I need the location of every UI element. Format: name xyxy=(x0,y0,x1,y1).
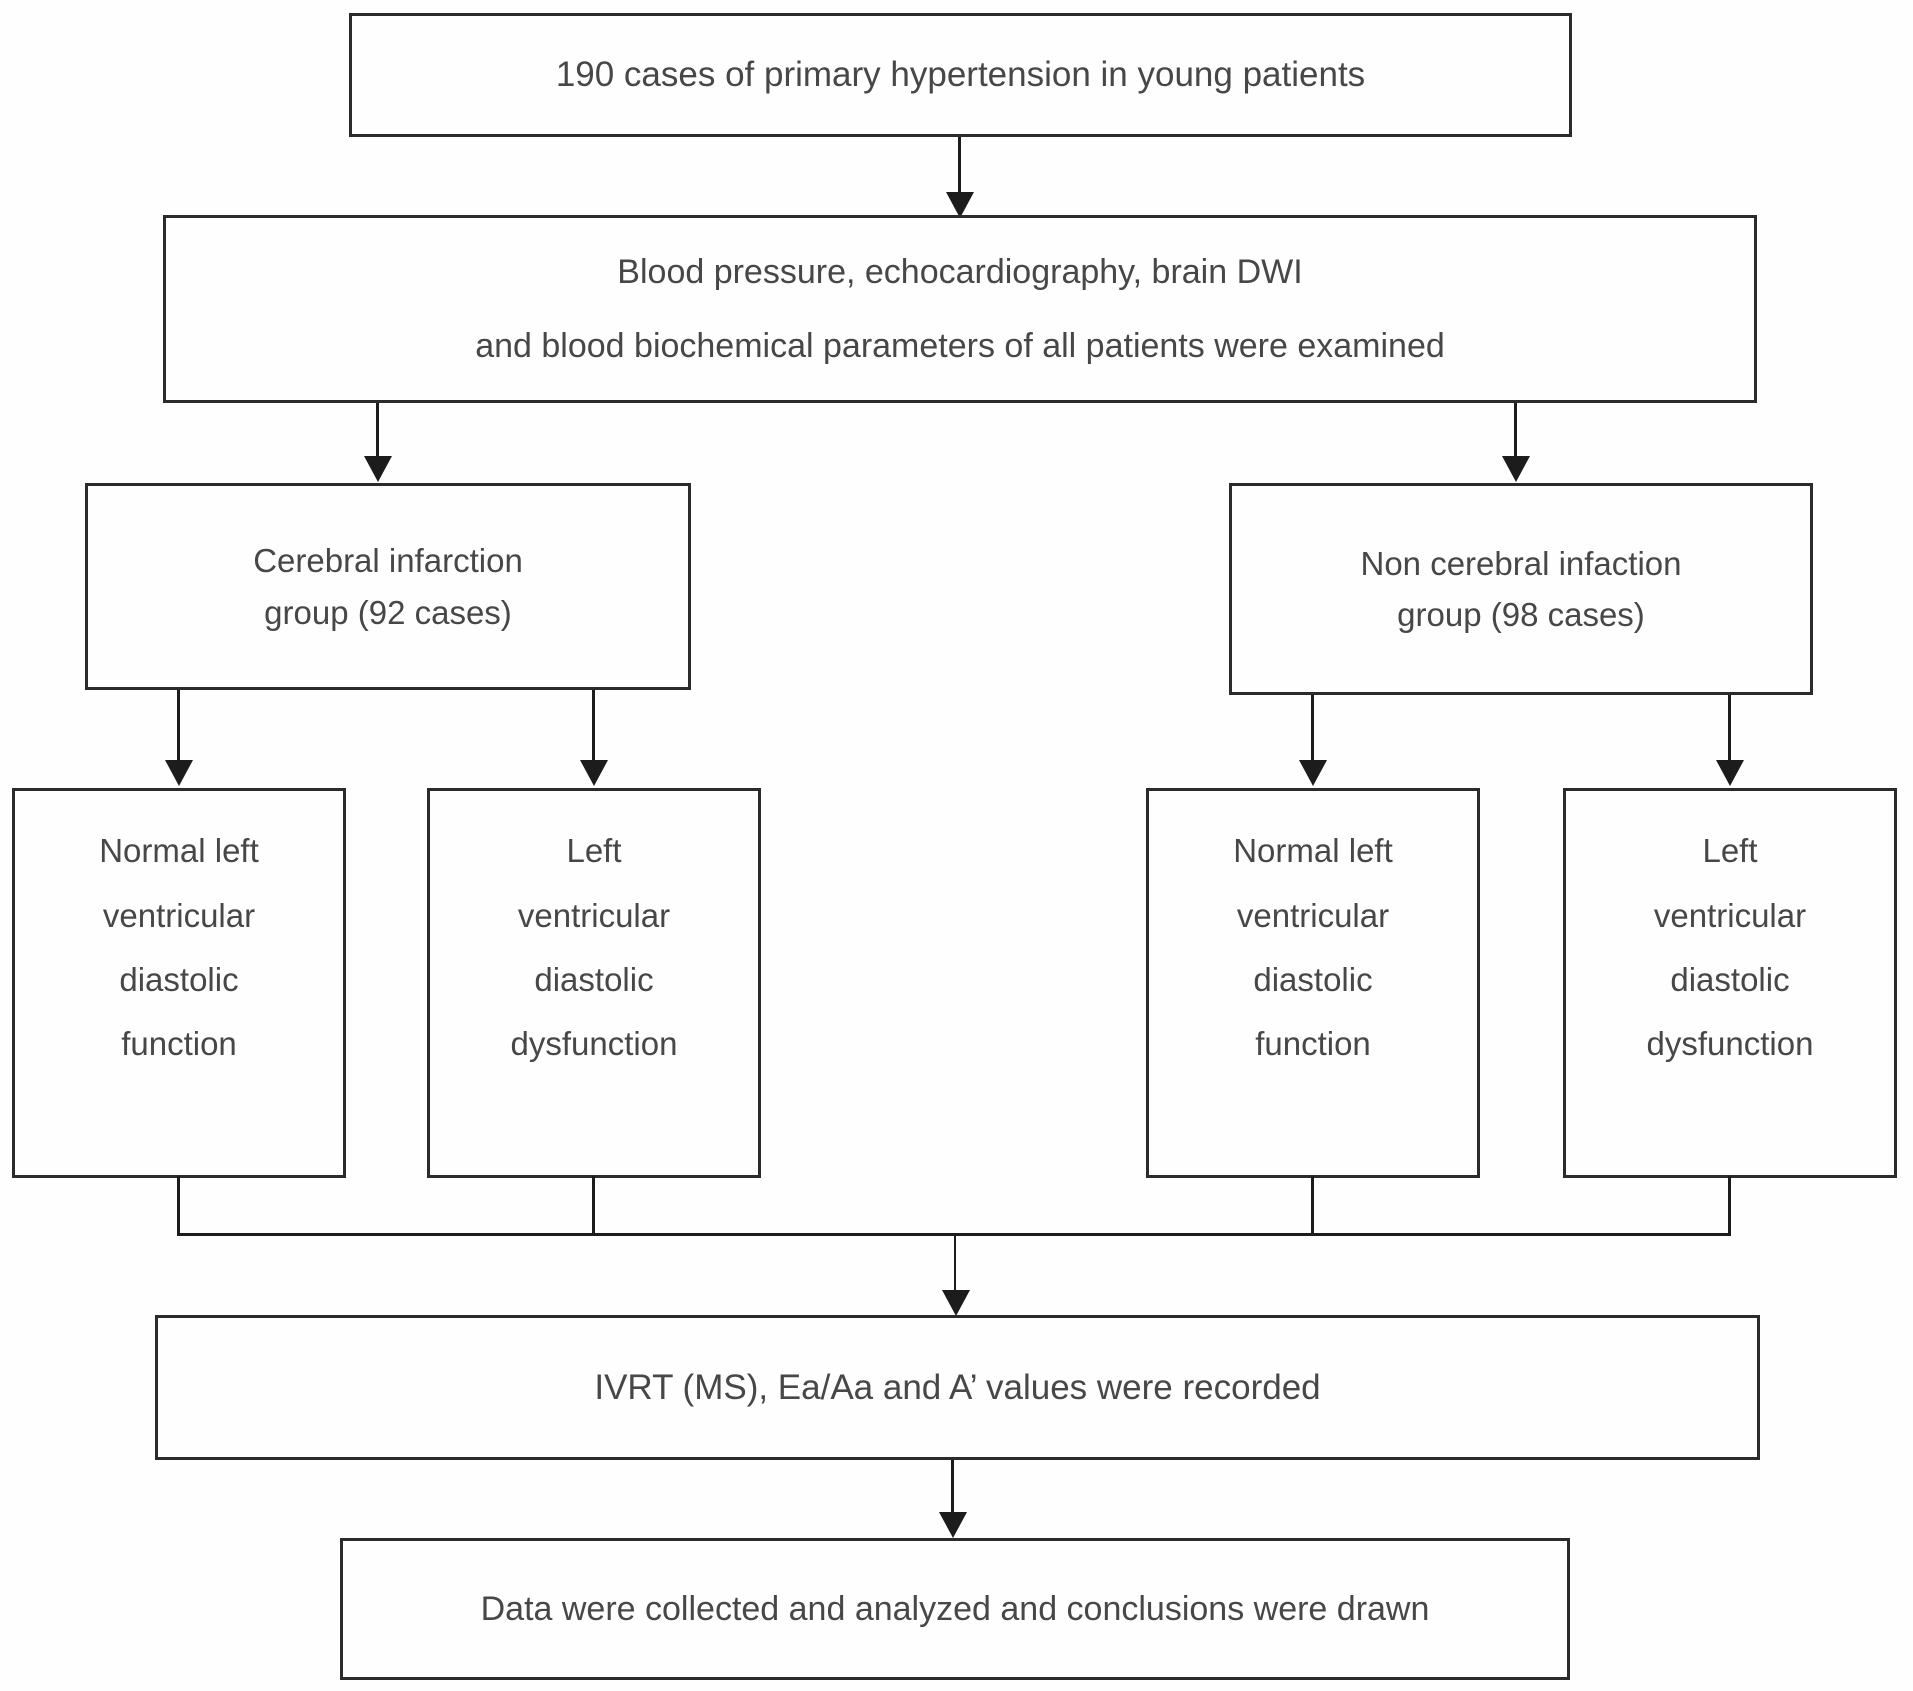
node-cerebral-infarction-group-line2: group (92 cases) xyxy=(264,593,512,631)
node-right-dysfunction-line4: dysfunction xyxy=(1646,1025,1814,1063)
arrow-down-icon xyxy=(1299,760,1327,786)
node-left-dysfunction-line2: ventricular xyxy=(517,896,671,934)
arrow-down-icon xyxy=(1716,760,1744,786)
node-examination-line1: Blood pressure, echocardiography, brain … xyxy=(617,252,1303,291)
node-right-dysfunction-line3: diastolic xyxy=(1670,961,1790,998)
node-values-recorded-label: IVRT (MS), Ea/Aa and A’ values were reco… xyxy=(594,1367,1321,1407)
node-left-normal-function-line3: diastolic xyxy=(119,961,239,998)
node-right-dysfunction: Left ventricular diastolic dysfunction xyxy=(1563,788,1897,1178)
node-examination-line2: and blood biochemical parameters of all … xyxy=(475,327,1445,365)
node-left-normal-function-line4: function xyxy=(121,1025,237,1063)
connector-line xyxy=(951,1460,954,1515)
node-cerebral-infarction-group: Cerebral infarction group (92 cases) xyxy=(85,483,691,690)
node-right-normal-function-line2: ventricular xyxy=(1236,896,1390,934)
arrow-down-icon xyxy=(1502,456,1530,482)
node-conclusion: Data were collected and analyzed and con… xyxy=(340,1538,1570,1680)
arrow-down-icon xyxy=(942,1290,970,1316)
node-left-normal-function: Normal left ventricular diastolic functi… xyxy=(12,788,346,1178)
node-total-cases: 190 cases of primary hypertension in you… xyxy=(349,13,1572,137)
node-examination: Blood pressure, echocardiography, brain … xyxy=(163,215,1757,403)
node-non-cerebral-infarction-group: Non cerebral infaction group (98 cases) xyxy=(1229,483,1813,695)
connector-line xyxy=(1728,1176,1731,1236)
node-values-recorded: IVRT (MS), Ea/Aa and A’ values were reco… xyxy=(155,1315,1760,1460)
connector-line xyxy=(177,690,180,762)
connector-line xyxy=(1514,403,1517,459)
arrow-down-icon xyxy=(946,192,974,218)
node-non-cerebral-infarction-group-line1: Non cerebral infaction xyxy=(1360,544,1682,582)
arrow-down-icon xyxy=(939,1512,967,1538)
node-right-dysfunction-line2: ventricular xyxy=(1653,896,1807,934)
arrow-down-icon xyxy=(580,760,608,786)
node-conclusion-label: Data were collected and analyzed and con… xyxy=(480,1589,1430,1628)
node-cerebral-infarction-group-line1: Cerebral infarction xyxy=(253,542,523,580)
node-left-dysfunction-line1: Left xyxy=(566,832,622,870)
arrow-down-icon xyxy=(364,456,392,482)
connector-line xyxy=(1311,1176,1314,1236)
node-left-normal-function-line2: ventricular xyxy=(102,896,256,934)
node-right-dysfunction-line1: Left xyxy=(1702,832,1758,870)
connector-line xyxy=(1728,695,1731,762)
node-left-dysfunction-line4: dysfunction xyxy=(510,1025,678,1063)
node-right-normal-function-line4: function xyxy=(1255,1025,1371,1063)
connector-line xyxy=(1311,695,1314,762)
arrow-down-icon xyxy=(165,760,193,786)
node-left-dysfunction-line3: diastolic xyxy=(534,961,654,998)
connector-line xyxy=(592,1176,595,1236)
node-left-dysfunction: Left ventricular diastolic dysfunction xyxy=(427,788,761,1178)
node-right-normal-function: Normal left ventricular diastolic functi… xyxy=(1146,788,1480,1178)
node-right-normal-function-line3: diastolic xyxy=(1253,961,1373,998)
node-right-normal-function-line1: Normal left xyxy=(1233,832,1393,870)
node-non-cerebral-infarction-group-line2: group (98 cases) xyxy=(1397,596,1645,633)
connector-line xyxy=(376,403,379,459)
node-total-cases-label: 190 cases of primary hypertension in you… xyxy=(555,55,1366,95)
node-left-normal-function-line1: Normal left xyxy=(99,832,259,870)
connector-line xyxy=(177,1176,180,1236)
connector-line xyxy=(954,1233,956,1293)
connector-line xyxy=(958,137,961,195)
connector-line xyxy=(592,690,595,762)
